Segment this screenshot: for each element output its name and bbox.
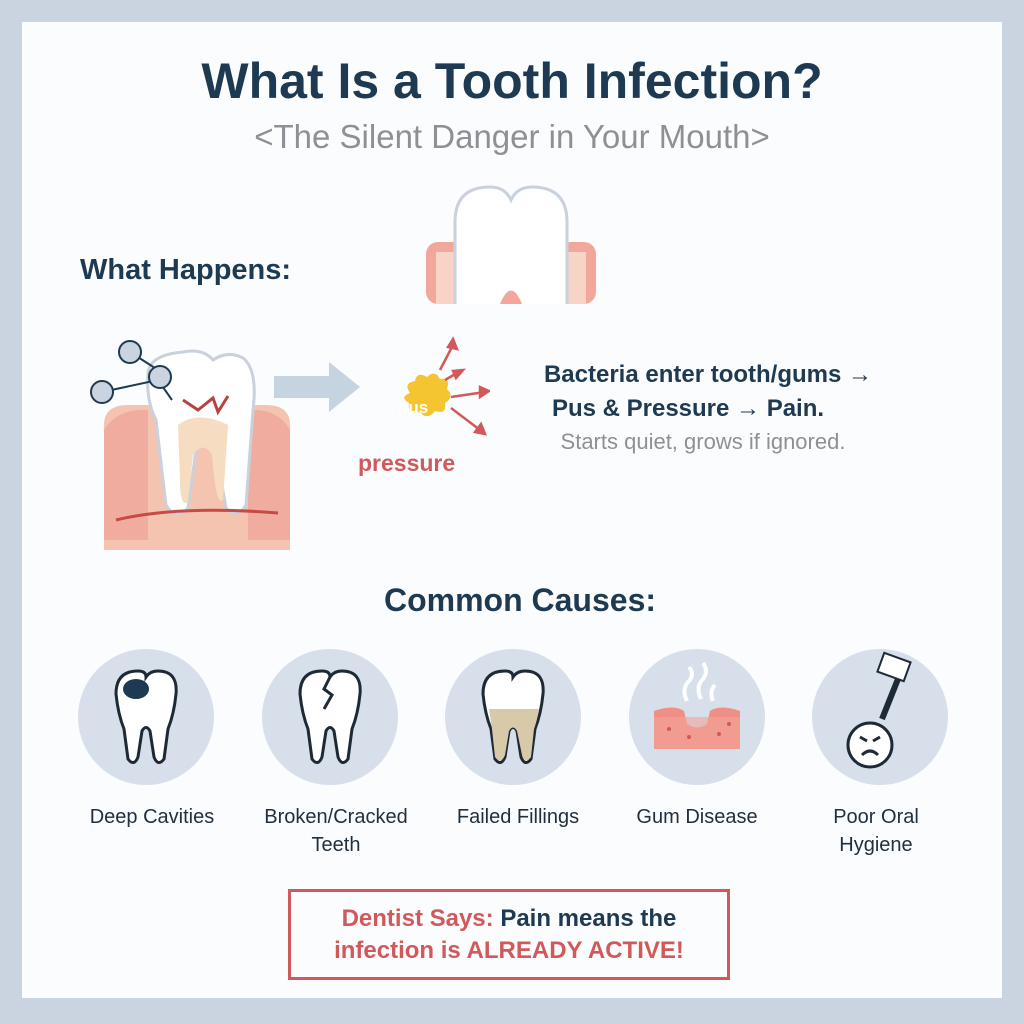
description-line-1: Bacteria enter tooth/gums → [543,361,873,388]
toothbrush-sad-face-icon [812,649,948,785]
cause-label-deep-cavities: Deep Cavities [89,806,215,828]
callout-line2a: infection is [334,937,461,964]
right-arrow-icon [274,362,360,412]
callout-prefix: Dentist Says: [341,905,494,932]
filled-tooth-icon [445,649,581,785]
cavity-tooth-icon [78,649,214,785]
cause-label-gum-disease: Gum Disease [636,806,758,828]
callout-emphasis: ALREADY ACTIVE! [466,937,684,964]
infected-tooth-diagram [90,340,290,550]
description-line-2: Pus & Pressure → Pain. [551,395,825,422]
dentist-callout: Dentist Says: Pain means the infection i… [288,889,730,980]
pus-pressure-icon [404,336,490,436]
page-title: What Is a Tooth Infection? [201,53,823,109]
common-causes-heading: Common Causes: [383,582,657,618]
callout-middle: Pain means the [500,905,677,932]
cause-label-failed-fillings: Failed Fillings [456,806,580,828]
cracked-tooth-icon [262,649,398,785]
description-line-3: Starts quiet, grows if ignored. [560,429,846,454]
tooth-crown-icon [426,185,596,304]
inflamed-gum-icon [629,649,765,785]
pressure-label: pressure [358,450,456,476]
page-subtitle: <The Silent Danger in Your Mouth> [254,118,770,155]
what-happens-heading: What Happens: [80,254,292,286]
pus-label: pus [398,398,429,417]
